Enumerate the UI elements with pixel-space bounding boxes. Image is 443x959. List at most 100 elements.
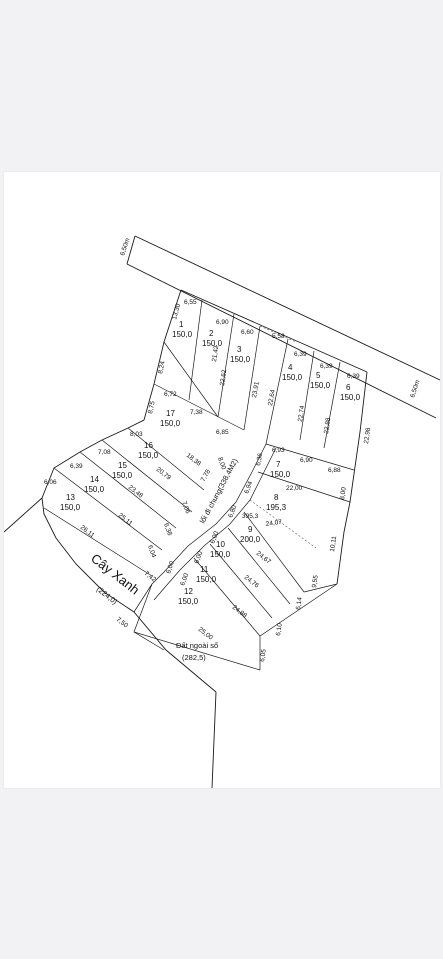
dim-label: 5,58 <box>272 333 285 340</box>
lot-12-id: 12 <box>184 587 193 596</box>
dim-label: 6,90 <box>300 457 313 464</box>
lot-10-id: 10 <box>216 540 225 549</box>
dim-label: 22,00 <box>286 485 303 492</box>
top-lot-dividers <box>153 289 368 449</box>
lot-9-area: 200,0 <box>240 535 261 544</box>
lot-15-id: 15 <box>118 461 127 470</box>
dim-label: 6,39 <box>347 373 360 380</box>
dim-label: 6,00 <box>193 550 204 565</box>
common-road <box>133 443 277 613</box>
dim-label: 22,74 <box>297 405 306 422</box>
outside-land-label: Đất ngoài sổ <box>176 641 218 650</box>
lot-17-id: 17 <box>166 409 175 418</box>
lot-6-id: 6 <box>346 383 351 392</box>
dim-label: 24,07 <box>265 519 282 528</box>
dim-label: 22,62 <box>219 369 228 386</box>
dim-label: 23,48 <box>127 484 144 500</box>
dim-label: 7,78 <box>200 468 213 483</box>
dim-label: 6,94 <box>243 480 254 495</box>
lot-2-id: 2 <box>209 329 214 338</box>
lot-6-area: 150,0 <box>340 393 361 402</box>
dim-label: 24,88 <box>231 604 248 620</box>
dim-label: 8,00 <box>339 486 348 500</box>
dim-label: 6,04 <box>146 544 157 559</box>
dim-label: 8,00 <box>216 456 227 471</box>
outside-land <box>133 583 261 671</box>
lot-4-id: 4 <box>288 363 293 372</box>
lot-5-id: 5 <box>316 371 321 380</box>
lot-13-area: 150,0 <box>60 503 81 512</box>
dim-label: 13,30 <box>171 303 182 321</box>
lot-3-id: 3 <box>237 345 242 354</box>
dim-label: 7,08 <box>98 449 111 456</box>
dim-label: 6,36 <box>255 452 264 466</box>
dim-label: 6,05 <box>259 648 268 662</box>
dim-label: 6,39 <box>294 351 307 358</box>
dim-label: 7,38 <box>190 409 203 416</box>
dim-label: 7,06 <box>180 500 191 515</box>
lot-1-area: 150,0 <box>172 330 193 339</box>
lot-14-id: 14 <box>90 475 99 484</box>
dim-label: 7,42 <box>143 570 158 584</box>
dim-label: 6,39 <box>70 463 83 470</box>
lot-12-area: 150,0 <box>178 597 199 606</box>
dim-label: 8,24 <box>157 360 167 374</box>
lot-11-id: 11 <box>200 565 209 574</box>
lot-11-area: 150,0 <box>196 575 217 584</box>
dim-label: 25,11 <box>117 512 134 527</box>
dim-label: 6,00 <box>209 530 220 545</box>
lot-8-area: 195,3 <box>266 503 287 512</box>
road-strip <box>126 235 440 419</box>
dim-label: 6,55 <box>184 299 197 306</box>
land-subdivision-plan: 6,50m 6,50m 1 150,0 2 150,0 3 150,0 4 15… <box>4 235 440 788</box>
lot-10-area: 150,0 <box>210 550 231 559</box>
lot-7-id: 7 <box>276 460 281 469</box>
dim-label: 18,38 <box>185 452 202 468</box>
dim-label: 7,50 <box>115 616 130 630</box>
dim-label: 6,39 <box>320 363 333 370</box>
dim-label: 6,85 <box>216 429 229 436</box>
dim-label: 21,42 <box>211 345 220 362</box>
dim-label: 20,79 <box>155 466 172 482</box>
dim-label: 6,14 <box>295 596 304 610</box>
lot-16-id: 16 <box>144 441 153 450</box>
left-lot-dividers <box>43 427 205 577</box>
lot-9-id: 9 <box>248 525 253 534</box>
lot-labels: 1 150,0 2 150,0 3 150,0 4 150,0 5 150,0 … <box>60 320 361 606</box>
dim-label: 10,11 <box>329 535 338 552</box>
lot-8-9-total: 395,3 <box>242 513 259 520</box>
dim-label: 22,88 <box>323 417 332 434</box>
lot-7-area: 150,0 <box>270 470 291 479</box>
lot-5-area: 150,0 <box>310 381 331 390</box>
lot-3-area: 150,0 <box>230 355 251 364</box>
dim-label: 6,80 <box>227 504 238 519</box>
dim-label: 8,03 <box>130 431 143 438</box>
dim-label: 6,00 <box>165 560 176 575</box>
dim-label: 9,55 <box>311 574 320 588</box>
dim-label: 6,93 <box>272 447 285 454</box>
dim-label: 24,76 <box>243 574 260 590</box>
outside-land-size: (282,5) <box>182 653 206 662</box>
lot-16-area: 150,0 <box>138 451 159 460</box>
dim-label: 6,10 <box>275 622 284 636</box>
lot-1-id: 1 <box>179 320 184 329</box>
right-lot-dividers <box>193 443 355 637</box>
lot-14-area: 150,0 <box>84 485 105 494</box>
lot-13-id: 13 <box>66 493 75 502</box>
dim-label: 24,67 <box>255 550 272 566</box>
dim-label: 6,90 <box>216 319 229 326</box>
dim-label: 25,00 <box>197 626 214 642</box>
lot-8-id: 8 <box>274 493 279 502</box>
outer-boundary <box>4 289 368 788</box>
lot-15-area: 150,0 <box>112 471 133 480</box>
road-width-right: 6,50m <box>409 379 421 398</box>
dim-label: 6,38 <box>162 522 173 537</box>
dim-label: 22,98 <box>363 427 372 444</box>
drawing-sheet: 6,50m 6,50m 1 150,0 2 150,0 3 150,0 4 15… <box>4 172 440 788</box>
dim-label: 8,75 <box>147 400 157 414</box>
dim-label: 6,00 <box>179 572 190 587</box>
lot-2-area: 150,0 <box>202 339 223 348</box>
dim-label: 6,06 <box>44 479 57 486</box>
green-area-size: (224,0) <box>95 584 120 606</box>
dim-label: 6,72 <box>164 391 177 398</box>
